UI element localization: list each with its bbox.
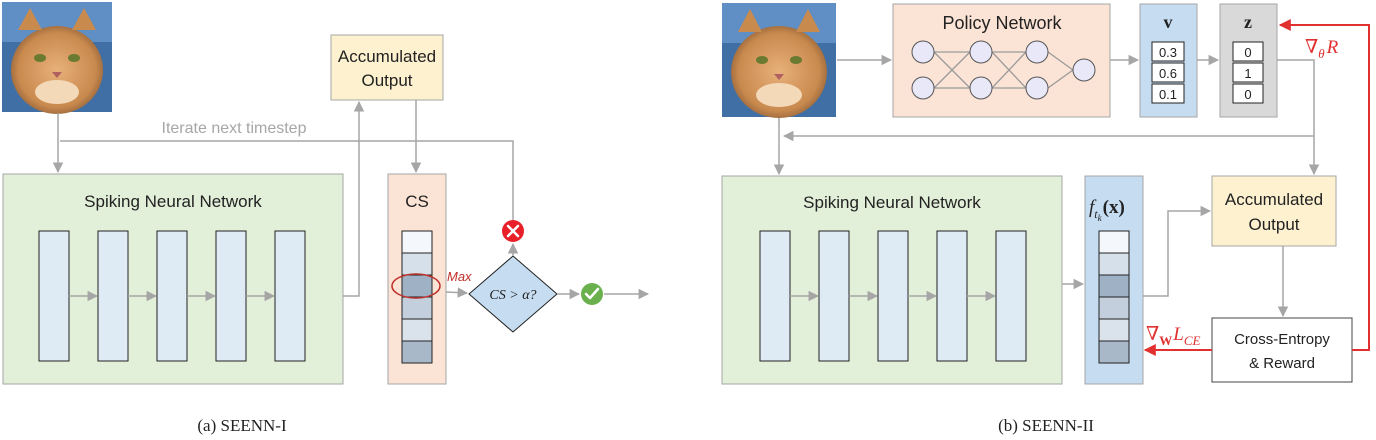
caption-b: (b) SEENN-II	[998, 416, 1094, 435]
cat-image-b	[722, 3, 836, 118]
z-value: 0	[1244, 87, 1251, 102]
accumulated-line1-a: Accumulated	[338, 47, 436, 66]
red-x-circle-icon	[502, 220, 524, 242]
snn-title-a: Spiking Neural Network	[84, 192, 262, 211]
ce-line1: Cross-Entropy	[1234, 331, 1330, 348]
cs-stack	[401, 230, 433, 364]
v-value: 0.3	[1159, 45, 1177, 60]
accumulated-line1-b: Accumulated	[1225, 190, 1323, 209]
max-label: Max	[447, 269, 472, 284]
z-cells: 0 1 0	[1232, 41, 1264, 104]
gradient-arrows	[1143, 19, 1370, 356]
caption-a: (a) SEENN-I	[197, 416, 287, 435]
v-value: 0.1	[1159, 87, 1177, 102]
z-value: 1	[1244, 66, 1251, 81]
cs-title: CS	[405, 192, 429, 211]
ce-line2: & Reward	[1249, 355, 1315, 372]
grad-w-lce-label: ∇WLCE	[1146, 324, 1201, 348]
policy-net-graph	[911, 40, 1096, 100]
f-label: ftk(x)	[1089, 197, 1125, 223]
decision-diamond	[468, 255, 558, 333]
max-highlight	[391, 273, 441, 299]
snn-layers-a	[38, 230, 306, 362]
z-label: z	[1244, 12, 1252, 32]
snn-layers-b	[759, 230, 1027, 362]
snn-title-b: Spiking Neural Network	[803, 193, 981, 212]
accumulated-line2-b: Output	[1248, 215, 1299, 234]
accumulated-output-b	[1211, 175, 1337, 247]
decision-label: CS > α?	[489, 288, 536, 303]
iterate-label: Iterate next timestep	[162, 120, 307, 137]
f-stack	[1098, 230, 1130, 364]
cat-image-a	[2, 2, 112, 114]
arrows-a	[52, 100, 650, 300]
accumulated-line2-a: Output	[361, 71, 412, 90]
v-cells: 0.3 0.6 0.1	[1151, 41, 1185, 104]
panel-b: Policy Network	[721, 3, 1370, 435]
z-value: 0	[1244, 45, 1251, 60]
panel-a: Spiking Neural Network Accumulated Outpu…	[2, 2, 650, 435]
v-label: v	[1164, 12, 1173, 32]
cross-entropy-box	[1211, 317, 1353, 383]
policy-title: Policy Network	[942, 13, 1062, 33]
arrows-b	[773, 54, 1320, 318]
accumulated-output-a	[330, 34, 444, 101]
green-check-circle-icon	[581, 283, 603, 305]
v-value: 0.6	[1159, 66, 1177, 81]
